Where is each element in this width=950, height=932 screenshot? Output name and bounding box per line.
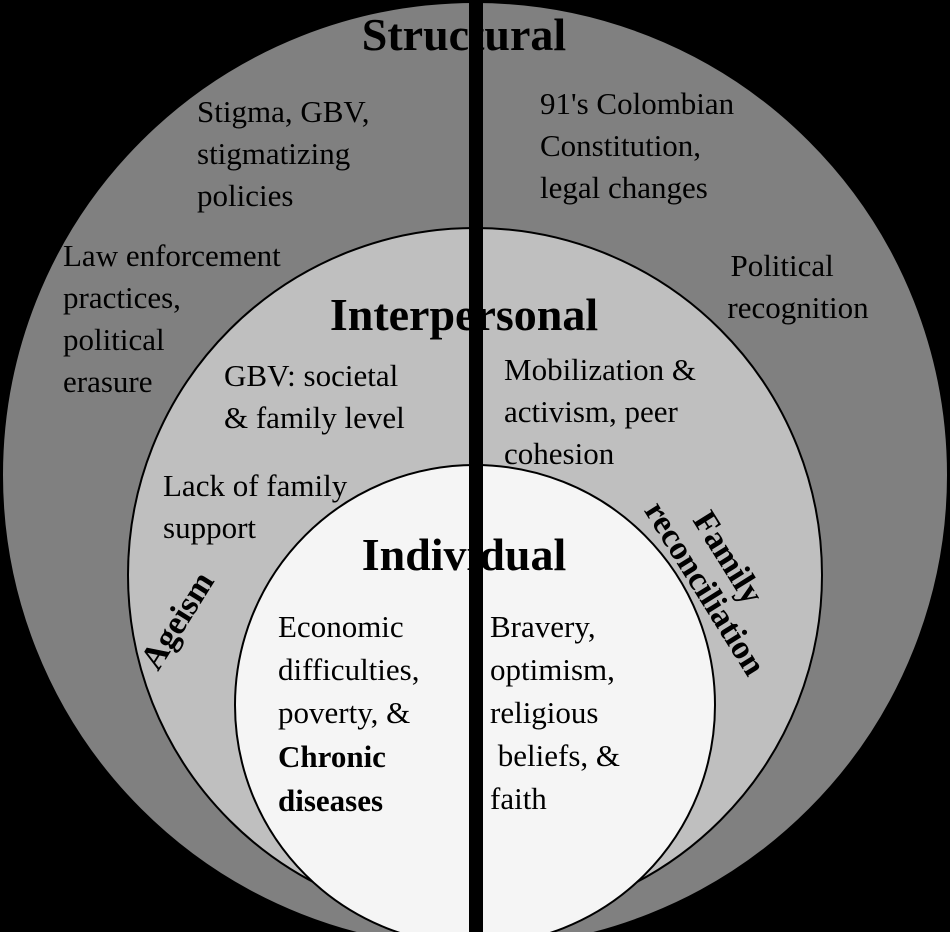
structural-right-constitution-text: 91's Colombian Constitution, legal chang… xyxy=(540,86,742,205)
interpersonal-title: Interpersonal xyxy=(330,289,598,340)
structural-right-recognition-text: Political recognition xyxy=(727,248,869,325)
structural-title: Structural xyxy=(362,9,566,60)
structural-left-stigma-text: Stigma, GBV, stigmatizing policies xyxy=(197,94,377,213)
structural-left-law-text: Law enforcement practices, political era… xyxy=(63,238,289,399)
interpersonal-left-support-text: Lack of family support xyxy=(163,468,355,545)
individual-right-text: Bravery, optimism, religious beliefs, & … xyxy=(490,609,659,816)
individual-left-text: Economic difficulties, poverty, & Chroni… xyxy=(278,609,427,818)
individual-title: Individual xyxy=(362,529,567,580)
center-divider xyxy=(469,0,483,932)
interpersonal-right-mobilization-text: Mobilization & activism, peer cohesion xyxy=(504,352,704,471)
interpersonal-left-gbv-text: GBV: societal & family level xyxy=(224,358,406,435)
